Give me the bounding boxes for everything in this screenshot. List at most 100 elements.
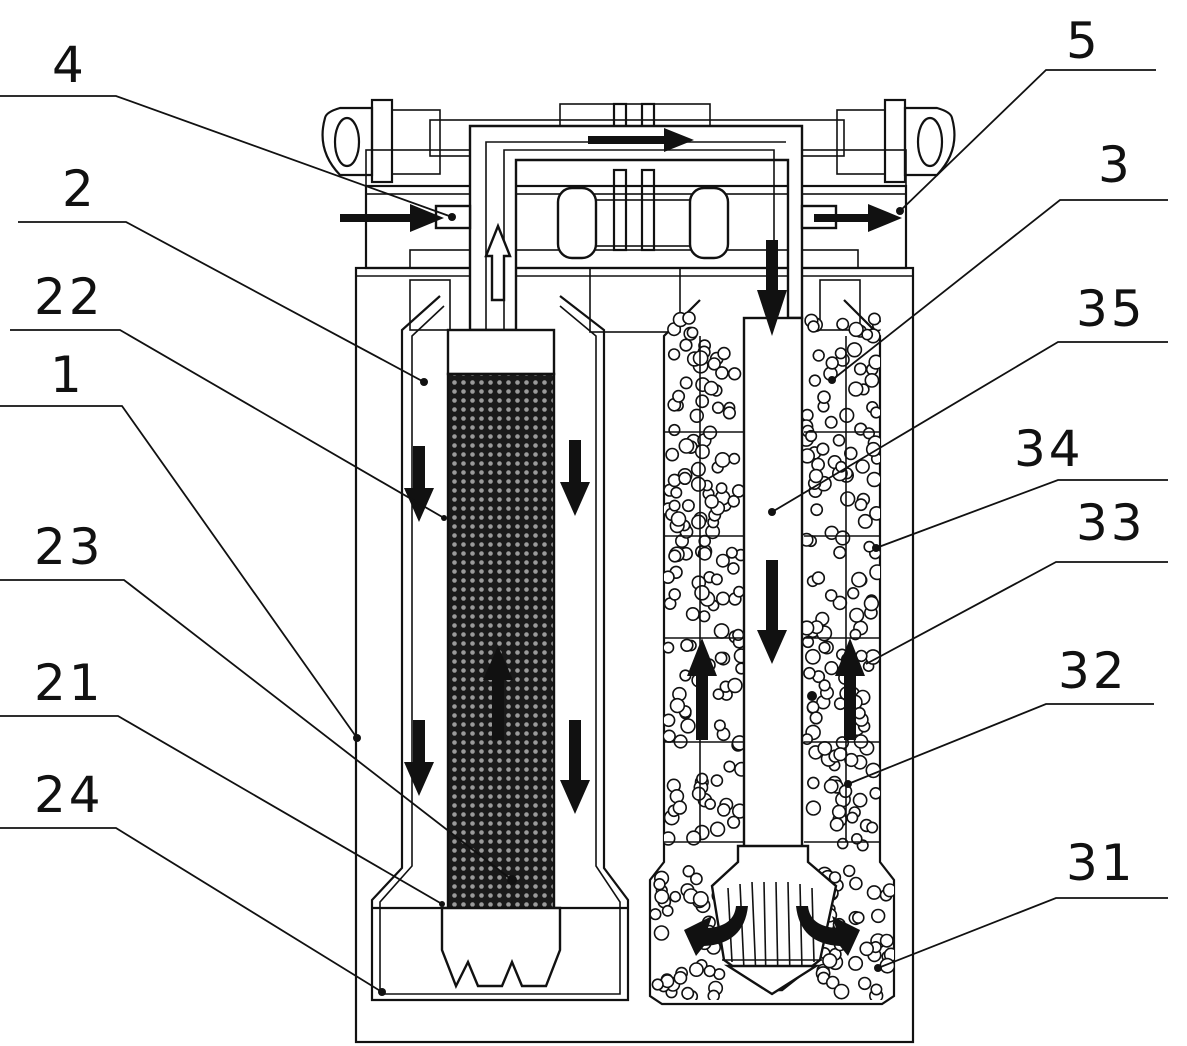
- bead: [662, 641, 675, 654]
- bead: [846, 811, 859, 824]
- outer-housing: [354, 266, 915, 1044]
- bead: [805, 800, 822, 816]
- bead: [834, 347, 847, 360]
- bead: [686, 326, 699, 339]
- bead: [704, 798, 717, 810]
- arrow-curve-right: [796, 906, 860, 956]
- bead: [870, 983, 883, 996]
- bead: [691, 514, 707, 530]
- bead: [680, 638, 694, 652]
- arrow-bead-up-right: [835, 638, 865, 740]
- bead: [844, 752, 859, 768]
- arrow-core-up: [483, 646, 513, 740]
- top-head-assembly: [321, 98, 956, 333]
- bead: [712, 688, 725, 701]
- bead: [810, 503, 824, 517]
- carbon-filter-core: [446, 372, 556, 910]
- bead: [727, 562, 740, 575]
- bead: [818, 679, 831, 692]
- bead: [713, 719, 726, 732]
- bead: [869, 506, 884, 521]
- bead: [681, 499, 695, 513]
- bead: [733, 585, 745, 598]
- bead: [869, 786, 883, 800]
- bead: [711, 401, 725, 414]
- bead: [714, 451, 731, 468]
- bead: [864, 372, 880, 388]
- label-32: 32: [1058, 642, 1128, 700]
- bead: [833, 545, 847, 560]
- bead: [679, 338, 693, 352]
- bead: [846, 586, 860, 600]
- bead: [654, 889, 670, 905]
- bead: [803, 666, 816, 680]
- bead: [866, 821, 879, 834]
- bead: [870, 406, 883, 419]
- bead: [857, 976, 872, 991]
- bead: [709, 821, 726, 837]
- bead: [867, 312, 881, 326]
- bead: [842, 864, 856, 878]
- bead: [727, 677, 743, 694]
- bead: [806, 700, 820, 714]
- bead: [694, 444, 710, 460]
- bead: [653, 925, 670, 941]
- bead: [650, 908, 662, 921]
- bead: [668, 423, 681, 437]
- bead: [697, 546, 712, 561]
- bead: [879, 933, 894, 948]
- bead: [805, 648, 821, 665]
- bead: [704, 494, 719, 509]
- bead: [863, 595, 880, 612]
- bead: [661, 713, 676, 728]
- bead: [722, 406, 737, 420]
- bead: [696, 772, 709, 785]
- bead: [679, 376, 693, 390]
- bead: [817, 390, 831, 405]
- bead: [726, 815, 741, 829]
- bead: [862, 427, 876, 440]
- label-2: 2: [62, 160, 97, 218]
- bead: [839, 491, 856, 507]
- bead: [690, 461, 706, 477]
- bead: [695, 394, 710, 409]
- bead: [715, 591, 730, 606]
- arrow-left-down-2: [404, 720, 434, 796]
- label-3: 3: [1098, 136, 1133, 194]
- bead: [824, 660, 839, 676]
- bead: [673, 971, 688, 985]
- arrow-tube-down-2: [757, 560, 787, 664]
- bead: [866, 471, 882, 488]
- left-cartridge: [370, 295, 630, 1002]
- bead: [882, 883, 894, 898]
- bead: [716, 803, 731, 817]
- bead: [828, 871, 842, 884]
- bead: [715, 482, 728, 495]
- bead: [727, 367, 742, 381]
- bead: [861, 328, 874, 341]
- bead: [853, 362, 867, 376]
- bead: [816, 442, 830, 456]
- bead: [800, 408, 814, 422]
- label-23: 23: [34, 518, 104, 576]
- bead: [672, 389, 686, 403]
- bead: [651, 978, 664, 991]
- bead: [669, 890, 682, 903]
- bead: [672, 800, 687, 815]
- bead: [811, 457, 825, 472]
- bead: [808, 374, 822, 387]
- bead: [723, 760, 736, 773]
- bead: [710, 573, 723, 586]
- bead: [849, 628, 862, 641]
- bead: [804, 429, 818, 443]
- bead: [812, 349, 825, 362]
- arrow-left-down-1: [404, 446, 434, 522]
- bead: [825, 356, 839, 370]
- flow-arrows: [340, 128, 902, 956]
- label-35: 35: [1076, 280, 1146, 338]
- bead: [848, 955, 864, 971]
- arrow-outlet: [814, 204, 902, 232]
- bead-media: [650, 311, 894, 1000]
- bead: [661, 904, 674, 917]
